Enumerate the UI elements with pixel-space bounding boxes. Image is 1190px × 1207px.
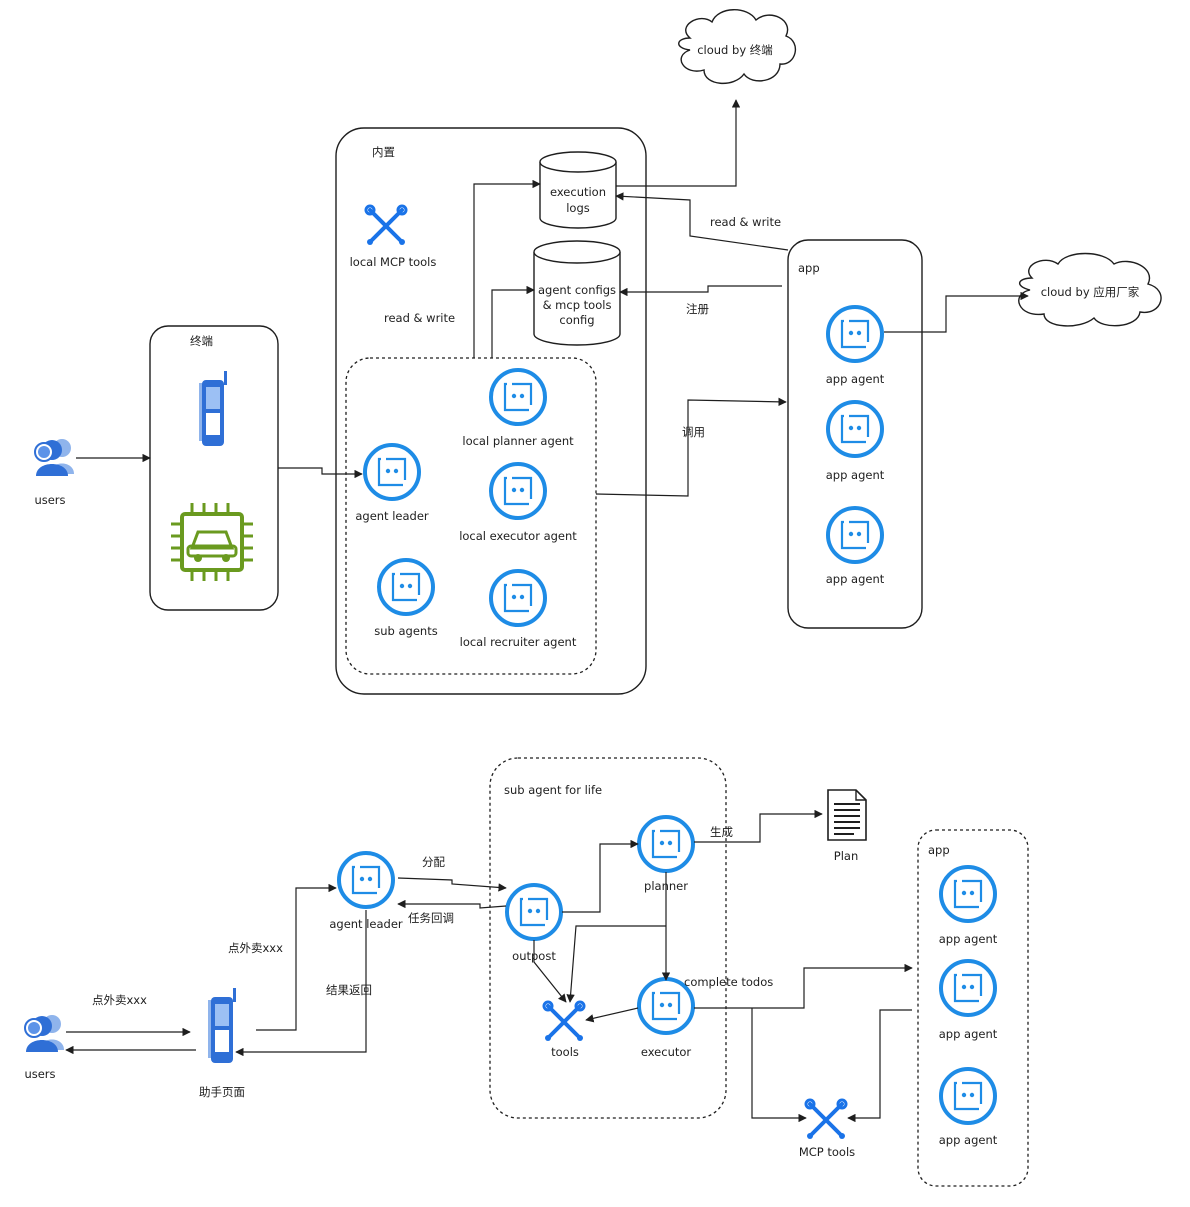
sub-agents-label: sub agents bbox=[374, 624, 437, 638]
app-agent-label: app agent bbox=[939, 1133, 998, 1147]
read-write-right-label: read & write bbox=[710, 215, 781, 229]
assistant-page-icon bbox=[208, 988, 236, 1063]
edge-agents-logs bbox=[473, 179, 541, 358]
app-agent-label: app agent bbox=[826, 372, 885, 386]
edge-assistant-leader bbox=[256, 883, 337, 1031]
executor-label: executor bbox=[641, 1045, 692, 1059]
app-box-bottom bbox=[917, 829, 1029, 1187]
app-agent-label: app agent bbox=[826, 572, 885, 586]
edge-outpost-planner bbox=[562, 839, 639, 913]
sub-agents-icon bbox=[377, 558, 435, 616]
register-label: 注册 bbox=[686, 302, 709, 316]
planner-agent-icon bbox=[489, 368, 547, 426]
executor-agent-icon bbox=[489, 462, 547, 520]
edge-planner-tools bbox=[566, 925, 666, 1003]
svg-text:agent configs: agent configs bbox=[538, 283, 616, 297]
tools-icon bbox=[542, 1000, 586, 1043]
svg-text:& mcp tools: & mcp tools bbox=[543, 298, 612, 312]
invoke-label: 调用 bbox=[682, 425, 705, 439]
app-title-top: app bbox=[798, 261, 820, 275]
app-agent-label: app agent bbox=[826, 468, 885, 482]
agents-group bbox=[345, 357, 597, 675]
edge-executor-app bbox=[694, 963, 913, 1009]
agent-leader-label: agent leader bbox=[355, 509, 429, 523]
agent-leader-icon bbox=[363, 443, 421, 501]
cloud-vendor: cloud by 应用厂家 bbox=[1018, 252, 1162, 327]
order-user-label: 点外卖xxx bbox=[92, 993, 147, 1007]
users-label-bottom: users bbox=[24, 1067, 55, 1081]
terminal-box bbox=[149, 325, 279, 611]
app-title-bottom: app bbox=[928, 843, 950, 857]
app-agent-icon bbox=[939, 865, 997, 923]
agent-leader-icon bbox=[337, 851, 395, 909]
local-mcp-tools-label: local MCP tools bbox=[350, 255, 437, 269]
sub-agent-group bbox=[489, 757, 727, 1119]
app-agent-icon bbox=[939, 1067, 997, 1125]
edge-planner-plan bbox=[694, 809, 823, 843]
app-agent-icon bbox=[826, 400, 884, 458]
plan-label: Plan bbox=[834, 849, 858, 863]
read-write-left-label: read & write bbox=[384, 311, 455, 325]
users-icon bbox=[24, 1014, 65, 1053]
app-agent-label: app agent bbox=[939, 1027, 998, 1041]
generate-label: 生成 bbox=[710, 825, 733, 839]
svg-text:logs: logs bbox=[566, 201, 590, 215]
cloud-terminal: cloud by 终端 bbox=[678, 9, 797, 84]
edge-leader-assistant bbox=[235, 910, 367, 1057]
app-agent-label: app agent bbox=[939, 932, 998, 946]
edge-agents-configs bbox=[491, 285, 535, 358]
terminal-title: 终端 bbox=[190, 334, 213, 348]
edge-terminal-leader bbox=[278, 467, 363, 479]
edge-executor-tools bbox=[585, 1007, 639, 1023]
tools-label: tools bbox=[551, 1045, 579, 1059]
db-execution-logs: execution logs bbox=[539, 151, 617, 229]
edge-outpost-tools bbox=[533, 940, 567, 1003]
assistant-page-label: 助手页面 bbox=[199, 1085, 245, 1099]
app-agent-icon bbox=[826, 305, 884, 363]
edge-logs-cloud bbox=[616, 99, 741, 187]
plan-document-icon bbox=[827, 789, 867, 841]
edge-app-cloud bbox=[884, 291, 1029, 333]
recruiter-agent-label: local recruiter agent bbox=[460, 635, 577, 649]
mcp-tools-icon bbox=[804, 1098, 848, 1141]
users-icon bbox=[34, 438, 75, 477]
assign-label: 分配 bbox=[422, 855, 445, 869]
svg-text:execution: execution bbox=[550, 185, 606, 199]
app-agent-icon bbox=[826, 506, 884, 564]
recruiter-agent-icon bbox=[489, 569, 547, 627]
edge-app-configs bbox=[619, 285, 782, 297]
edge-app-mcp bbox=[847, 1009, 912, 1123]
task-callback-label: 任务回调 bbox=[408, 911, 454, 925]
sub-agent-title: sub agent for life bbox=[504, 783, 602, 797]
edge-leader-outpost bbox=[397, 877, 507, 892]
edge-executor-mcp bbox=[751, 1008, 807, 1123]
phone-icon bbox=[199, 371, 227, 446]
builtin-title: 内置 bbox=[372, 145, 395, 159]
complete-todos-label: complete todos bbox=[684, 975, 773, 989]
app-agent-icon bbox=[939, 959, 997, 1017]
edge-agents-app bbox=[595, 397, 787, 497]
users-label-top: users bbox=[34, 493, 65, 507]
cloud-terminal-label: cloud by 终端 bbox=[697, 43, 773, 57]
db-agent-configs: agent configs & mcp tools config bbox=[533, 240, 621, 346]
edge-app-logs bbox=[615, 192, 789, 251]
car-chip-icon bbox=[171, 503, 253, 581]
outpost-agent-icon bbox=[505, 883, 563, 941]
svg-text:config: config bbox=[559, 313, 594, 327]
mcp-tools-label: MCP tools bbox=[799, 1145, 855, 1159]
planner-agent-label: local planner agent bbox=[462, 434, 574, 448]
result-return-label: 结果返回 bbox=[326, 983, 372, 997]
cloud-vendor-label: cloud by 应用厂家 bbox=[1041, 285, 1140, 299]
edge-outpost-leader bbox=[397, 899, 507, 909]
planner-agent-icon bbox=[637, 815, 695, 873]
order-leader-label: 点外卖xxx bbox=[228, 941, 283, 955]
executor-agent-label: local executor agent bbox=[459, 529, 577, 543]
